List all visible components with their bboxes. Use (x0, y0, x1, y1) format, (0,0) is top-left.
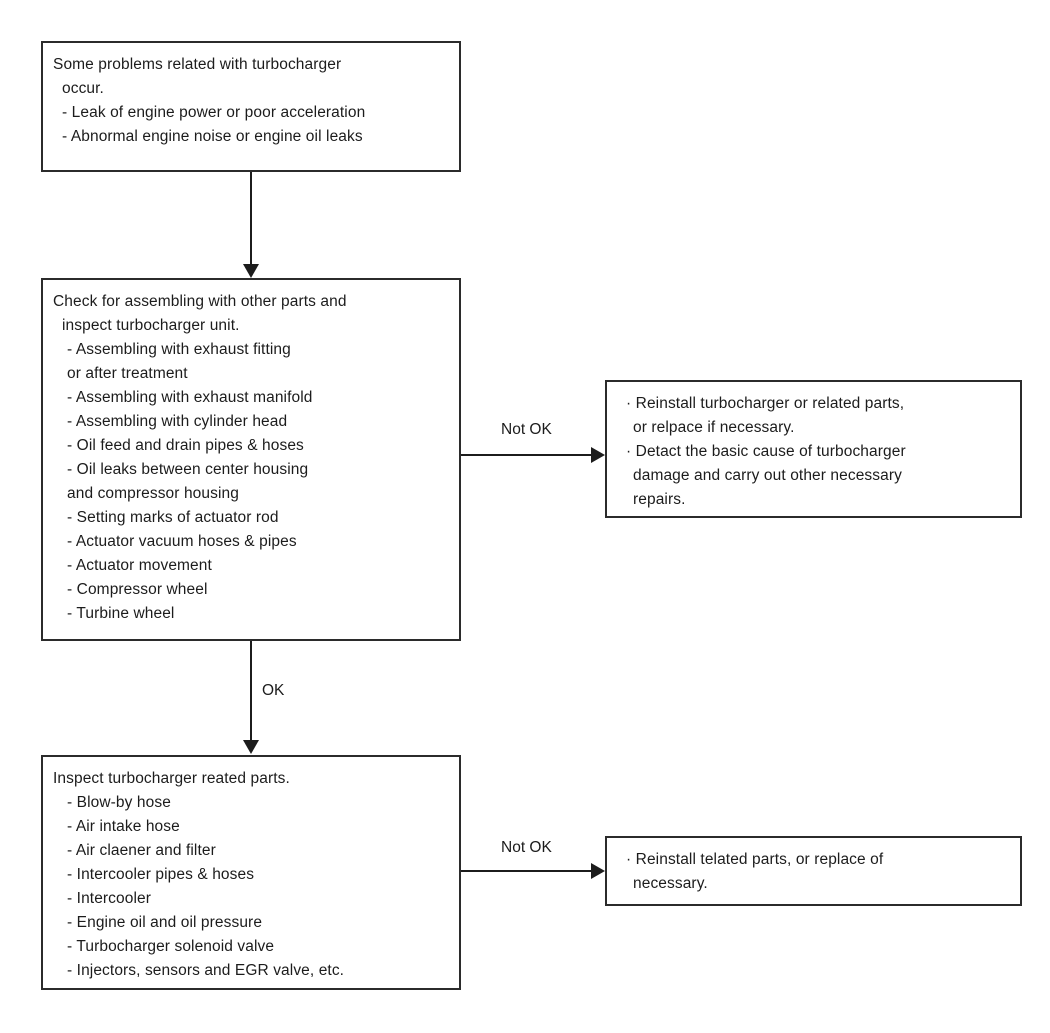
text-line: · Detact the basic cause of turbocharger (626, 443, 906, 460)
text-line: Check for assembling with other parts an… (53, 293, 347, 310)
text-line: - Injectors, sensors and EGR valve, etc. (67, 962, 345, 979)
text-line: - Air claener and filter (67, 842, 216, 859)
text-line: damage and carry out other necessary (633, 467, 902, 484)
text-line: or after treatment (67, 365, 188, 382)
text-line: - Intercooler pipes & hoses (67, 866, 255, 883)
text-line: - Setting marks of actuator rod (67, 509, 279, 526)
edge-label-not-ok-unit: Not OK (501, 421, 552, 438)
text-line: - Leak of engine power or poor accelerat… (62, 104, 366, 121)
text-line: - Turbine wheel (67, 605, 175, 622)
node-inspect-unit: Check for assembling with other parts an… (41, 278, 461, 641)
text-line: · Reinstall turbocharger or related part… (626, 395, 905, 412)
text-line: · Reinstall telated parts, or replace of (626, 851, 884, 868)
text-line: - Turbocharger solenoid valve (67, 938, 275, 955)
node-inspect-related-text: Inspect turbocharger reated parts. - Blo… (53, 767, 447, 983)
arrowhead-down-inspect-unit (243, 264, 259, 278)
text-line: - Compressor wheel (67, 581, 208, 598)
text-line: Inspect turbocharger reated parts. (53, 770, 290, 787)
text-line: - Air intake hose (67, 818, 180, 835)
node-action-related-text: · Reinstall telated parts, or replace of… (617, 848, 1008, 896)
text-line: - Engine oil and oil pressure (67, 914, 263, 931)
text-line: - Assembling with cylinder head (67, 413, 288, 430)
text-line: - Actuator vacuum hoses & pipes (67, 533, 297, 550)
text-line: - Blow-by hose (67, 794, 171, 811)
node-inspect-unit-text: Check for assembling with other parts an… (53, 290, 447, 626)
edge-label-not-ok-related: Not OK (501, 839, 552, 856)
node-action-unit: · Reinstall turbocharger or related part… (605, 380, 1022, 518)
node-action-related: · Reinstall telated parts, or replace of… (605, 836, 1022, 906)
text-line: - Actuator movement (67, 557, 212, 574)
edge-label-ok: OK (262, 682, 285, 699)
text-line: inspect turbocharger unit. (62, 317, 240, 334)
node-symptom: Some problems related with turbocharger … (41, 41, 461, 172)
node-inspect-related: Inspect turbocharger reated parts. - Blo… (41, 755, 461, 990)
connector-symptom-to-inspect-unit (250, 172, 252, 266)
connector-inspect-unit-ok (250, 641, 252, 742)
node-symptom-text: Some problems related with turbocharger … (53, 53, 447, 149)
text-line: - Abnormal engine noise or engine oil le… (62, 128, 363, 145)
text-line: - Assembling with exhaust manifold (67, 389, 313, 406)
text-line: - Oil feed and drain pipes & hoses (67, 437, 304, 454)
text-line: - Intercooler (67, 890, 151, 907)
text-line: or relpace if necessary. (633, 419, 795, 436)
arrowhead-down-inspect-related (243, 740, 259, 754)
text-line: occur. (62, 80, 104, 97)
arrowhead-right-action-related (591, 863, 605, 879)
node-action-unit-text: · Reinstall turbocharger or related part… (617, 392, 1008, 512)
text-line: repairs. (633, 491, 686, 508)
text-line: Some problems related with turbocharger (53, 56, 342, 73)
connector-inspect-related-not-ok (461, 870, 595, 872)
arrowhead-right-action-unit (591, 447, 605, 463)
connector-inspect-unit-not-ok (461, 454, 595, 456)
text-line: - Oil leaks between center housing (67, 461, 309, 478)
text-line: necessary. (633, 875, 708, 892)
text-line: - Assembling with exhaust fitting (67, 341, 291, 358)
text-line: and compressor housing (67, 485, 239, 502)
